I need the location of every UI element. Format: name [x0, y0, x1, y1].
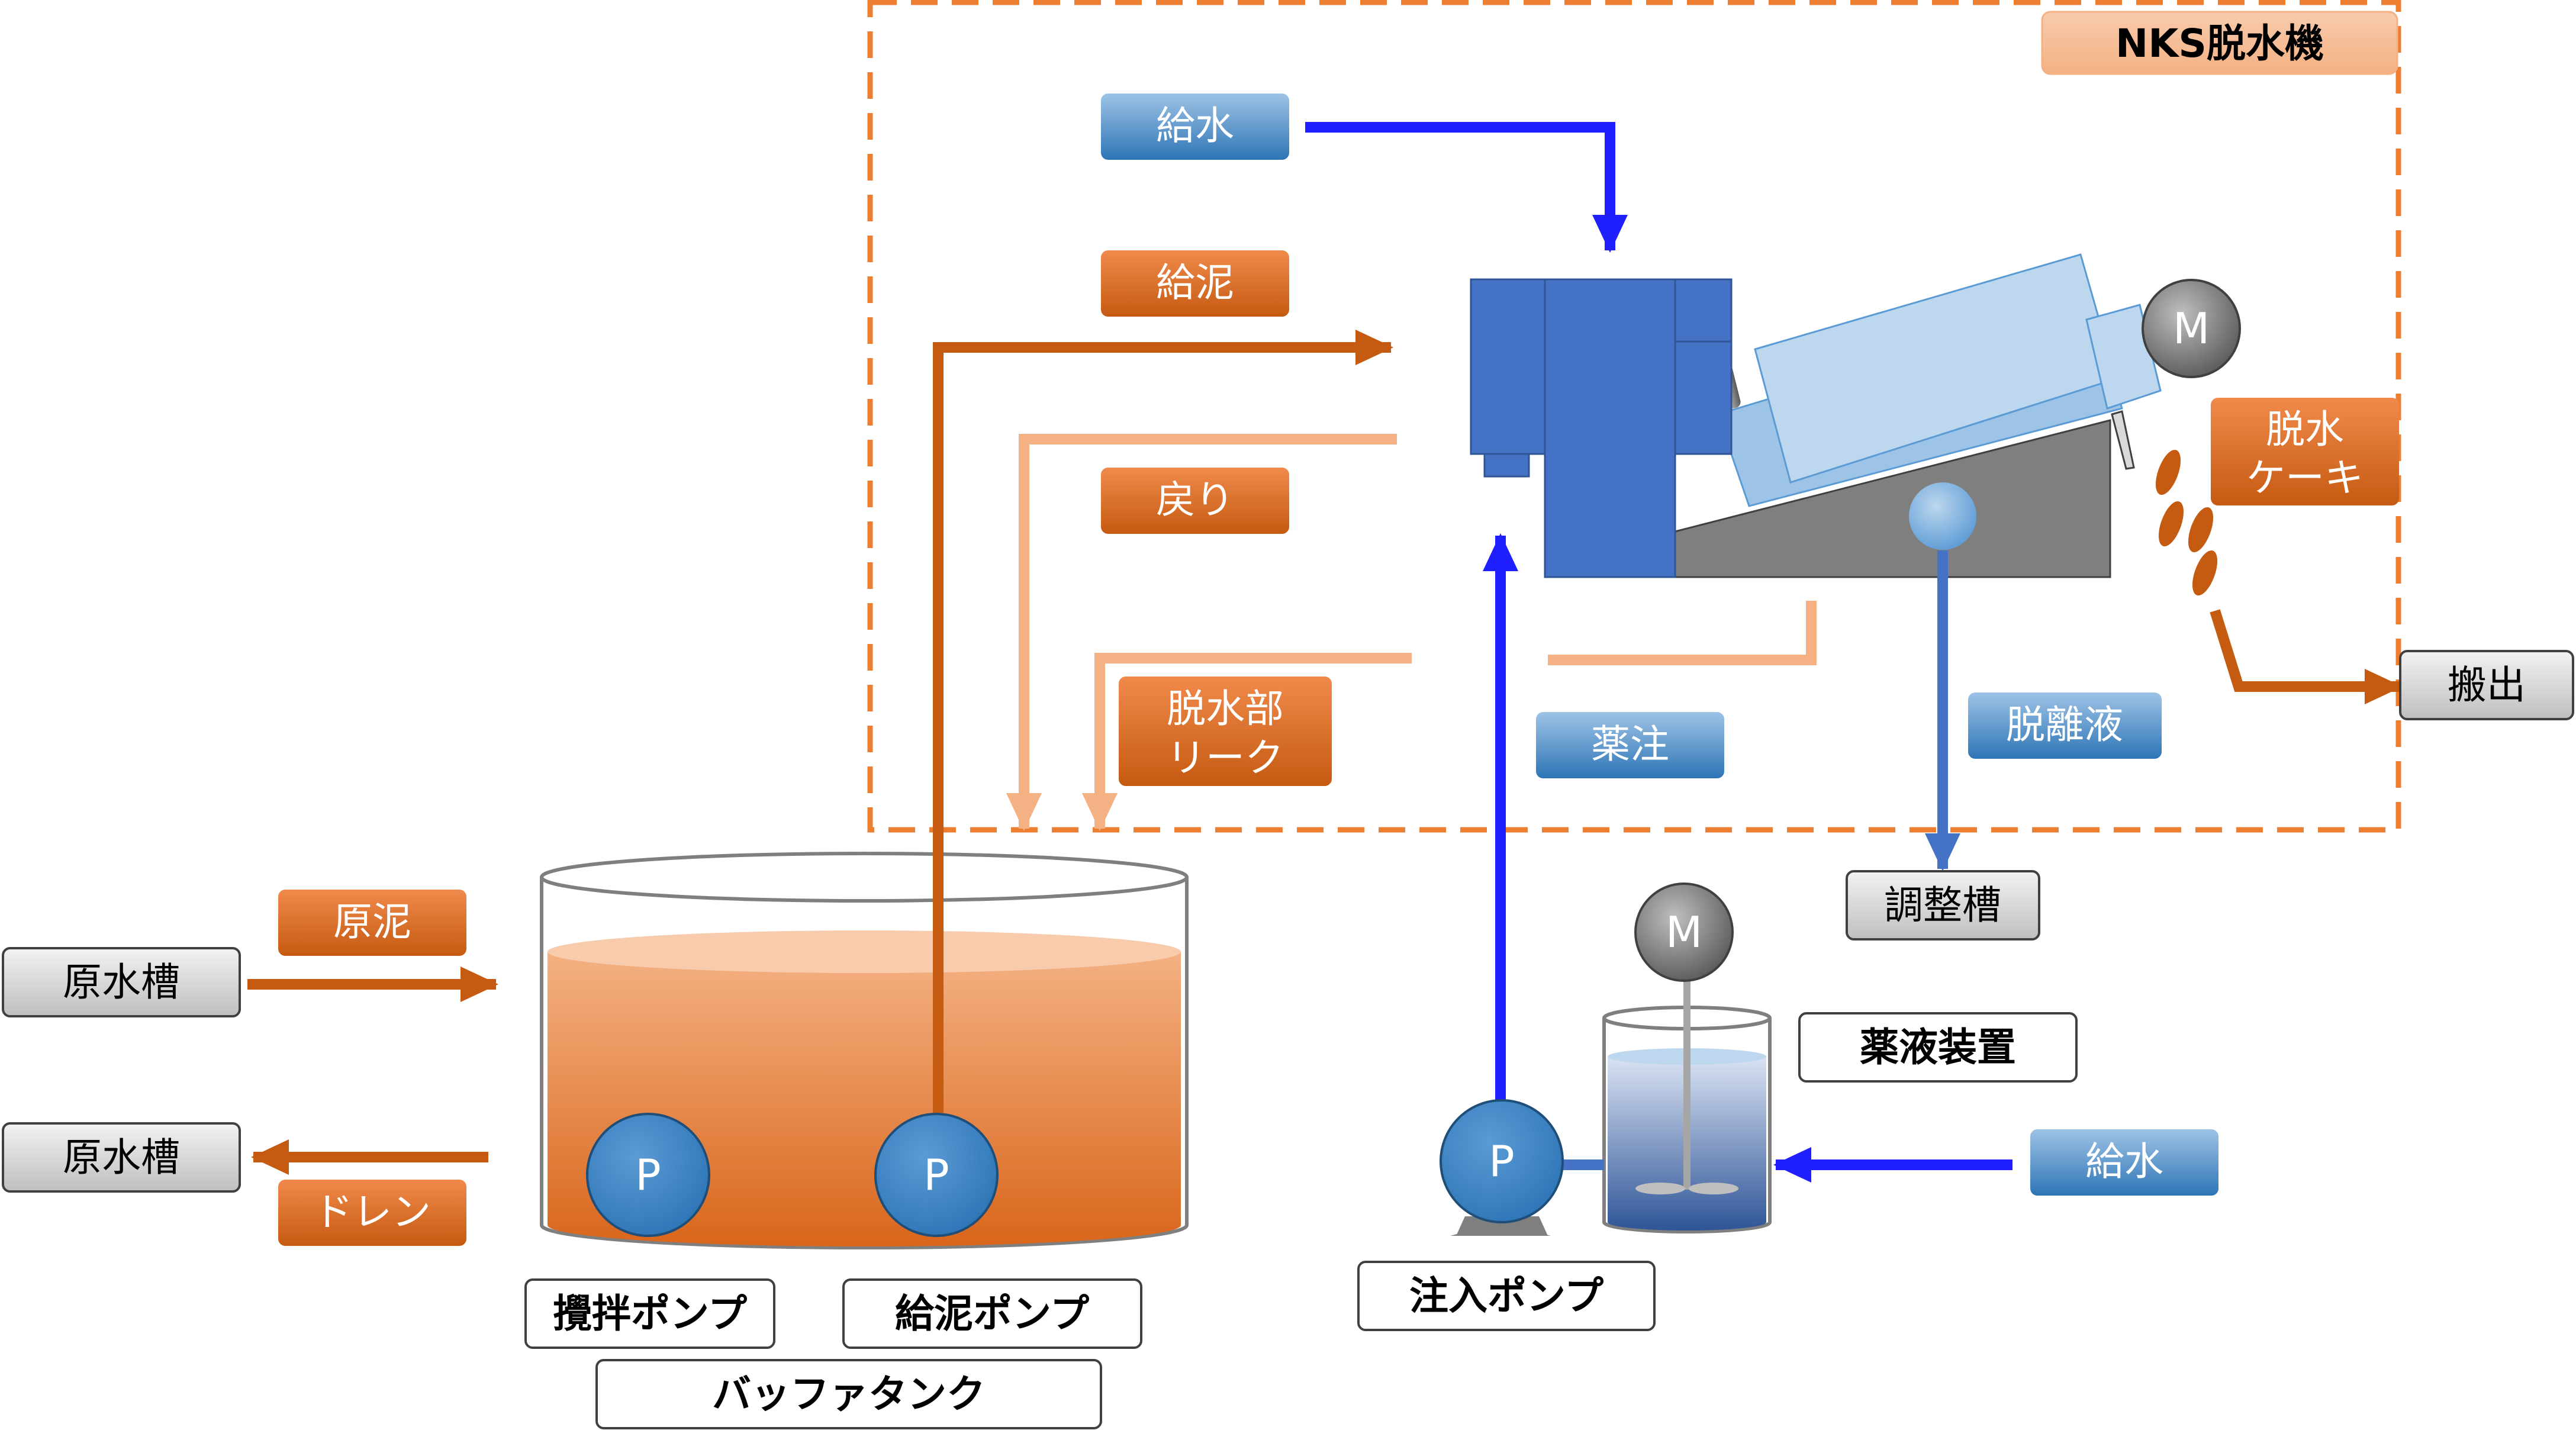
svg-text:給泥ポンプ: 給泥ポンプ	[895, 1291, 1089, 1336]
label-adjust-tank: 調整槽	[1846, 870, 2040, 940]
separation-ball	[1909, 482, 1976, 550]
feed-pump-symbol	[874, 1113, 999, 1237]
label-stir-pump: 攪拌ポンプ	[524, 1278, 775, 1349]
carry-out-line	[2210, 609, 2403, 704]
label-feed-pump: 給泥ポンプ	[842, 1278, 1142, 1349]
svg-text:NKS脱水機: NKS脱水機	[2115, 21, 2324, 66]
svg-text:給水: 給水	[1156, 103, 1234, 149]
mixing-tank-outlet	[1483, 453, 1530, 478]
injection-pump-symbol	[1440, 1099, 1564, 1236]
svg-text:搬出: 搬出	[2448, 662, 2526, 708]
label-leak: 脱水部 リーク	[1119, 677, 1332, 786]
return-line	[1006, 434, 1397, 831]
feed-water-top-line	[1305, 122, 1628, 253]
label-nks: NKS脱水機	[2041, 11, 2398, 75]
svg-text:攪拌ポンプ: 攪拌ポンプ	[553, 1291, 747, 1336]
svg-text:薬注: 薬注	[1591, 722, 1669, 767]
label-chemical-injection: 薬注	[1536, 712, 1724, 778]
label-raw-water-tank-in: 原水槽	[2, 947, 241, 1017]
stir-pump-symbol	[586, 1113, 710, 1237]
label-separated-liquid: 脱離液	[1968, 692, 2162, 759]
svg-text:P: P	[1489, 1136, 1514, 1186]
drum-motor-symbol: M	[2173, 304, 2210, 353]
label-cake: 脱水 ケーキ	[2211, 398, 2399, 505]
svg-text:給水: 給水	[2085, 1139, 2163, 1184]
svg-text:原水槽: 原水槽	[63, 959, 180, 1005]
chemical-tank	[1602, 959, 1772, 1233]
label-injection-pump: 注入ポンプ	[1357, 1261, 1656, 1331]
svg-text:ドレン: ドレン	[314, 1189, 431, 1235]
svg-text:脱離液: 脱離液	[2006, 702, 2123, 748]
label-carry-out: 搬出	[2399, 650, 2574, 720]
leak-line	[1548, 601, 1817, 665]
dewatering-machine	[1470, 253, 2162, 578]
feed-sludge-line	[933, 330, 1393, 1113]
svg-text:バッファタンク: バッファタンク	[712, 1371, 986, 1417]
drum-motor	[2142, 279, 2241, 378]
svg-text:P: P	[635, 1150, 661, 1200]
svg-text:脱水: 脱水	[2266, 407, 2344, 452]
label-chemical-device: 薬液装置	[1798, 1012, 2078, 1083]
svg-text:脱水部: 脱水部	[1167, 686, 1284, 732]
svg-text:薬液装置: 薬液装置	[1860, 1025, 2016, 1070]
svg-text:ケーキ: ケーキ	[2246, 455, 2364, 501]
svg-text:原水槽: 原水槽	[63, 1135, 180, 1180]
label-feed-water-top: 給水	[1101, 94, 1289, 160]
svg-text:戻り: 戻り	[1156, 477, 1234, 523]
svg-text:注入ポンプ: 注入ポンプ	[1409, 1273, 1603, 1319]
svg-text:P: P	[923, 1150, 949, 1200]
label-drain: ドレン	[278, 1180, 466, 1246]
chemical-motor	[1634, 882, 1734, 982]
label-return: 戻り	[1101, 468, 1289, 534]
label-raw-water-tank-out: 原水槽	[2, 1122, 241, 1193]
label-raw-sludge: 原泥	[278, 890, 466, 956]
cake-particles	[2155, 449, 2218, 596]
label-feed-sludge: 給泥	[1101, 250, 1289, 317]
chemical-motor-symbol: M	[1666, 907, 1702, 957]
svg-text:リーク: リーク	[1167, 735, 1284, 781]
svg-text:調整槽: 調整槽	[1884, 882, 2001, 928]
svg-text:給泥: 給泥	[1156, 260, 1234, 305]
label-buffer-tank: バッファタンク	[595, 1359, 1102, 1429]
svg-text:原泥: 原泥	[333, 899, 411, 945]
cake-scraper	[2111, 410, 2135, 470]
label-feed-water-bottom: 給水	[2030, 1129, 2218, 1196]
mixing-tank-body	[1544, 278, 1676, 578]
